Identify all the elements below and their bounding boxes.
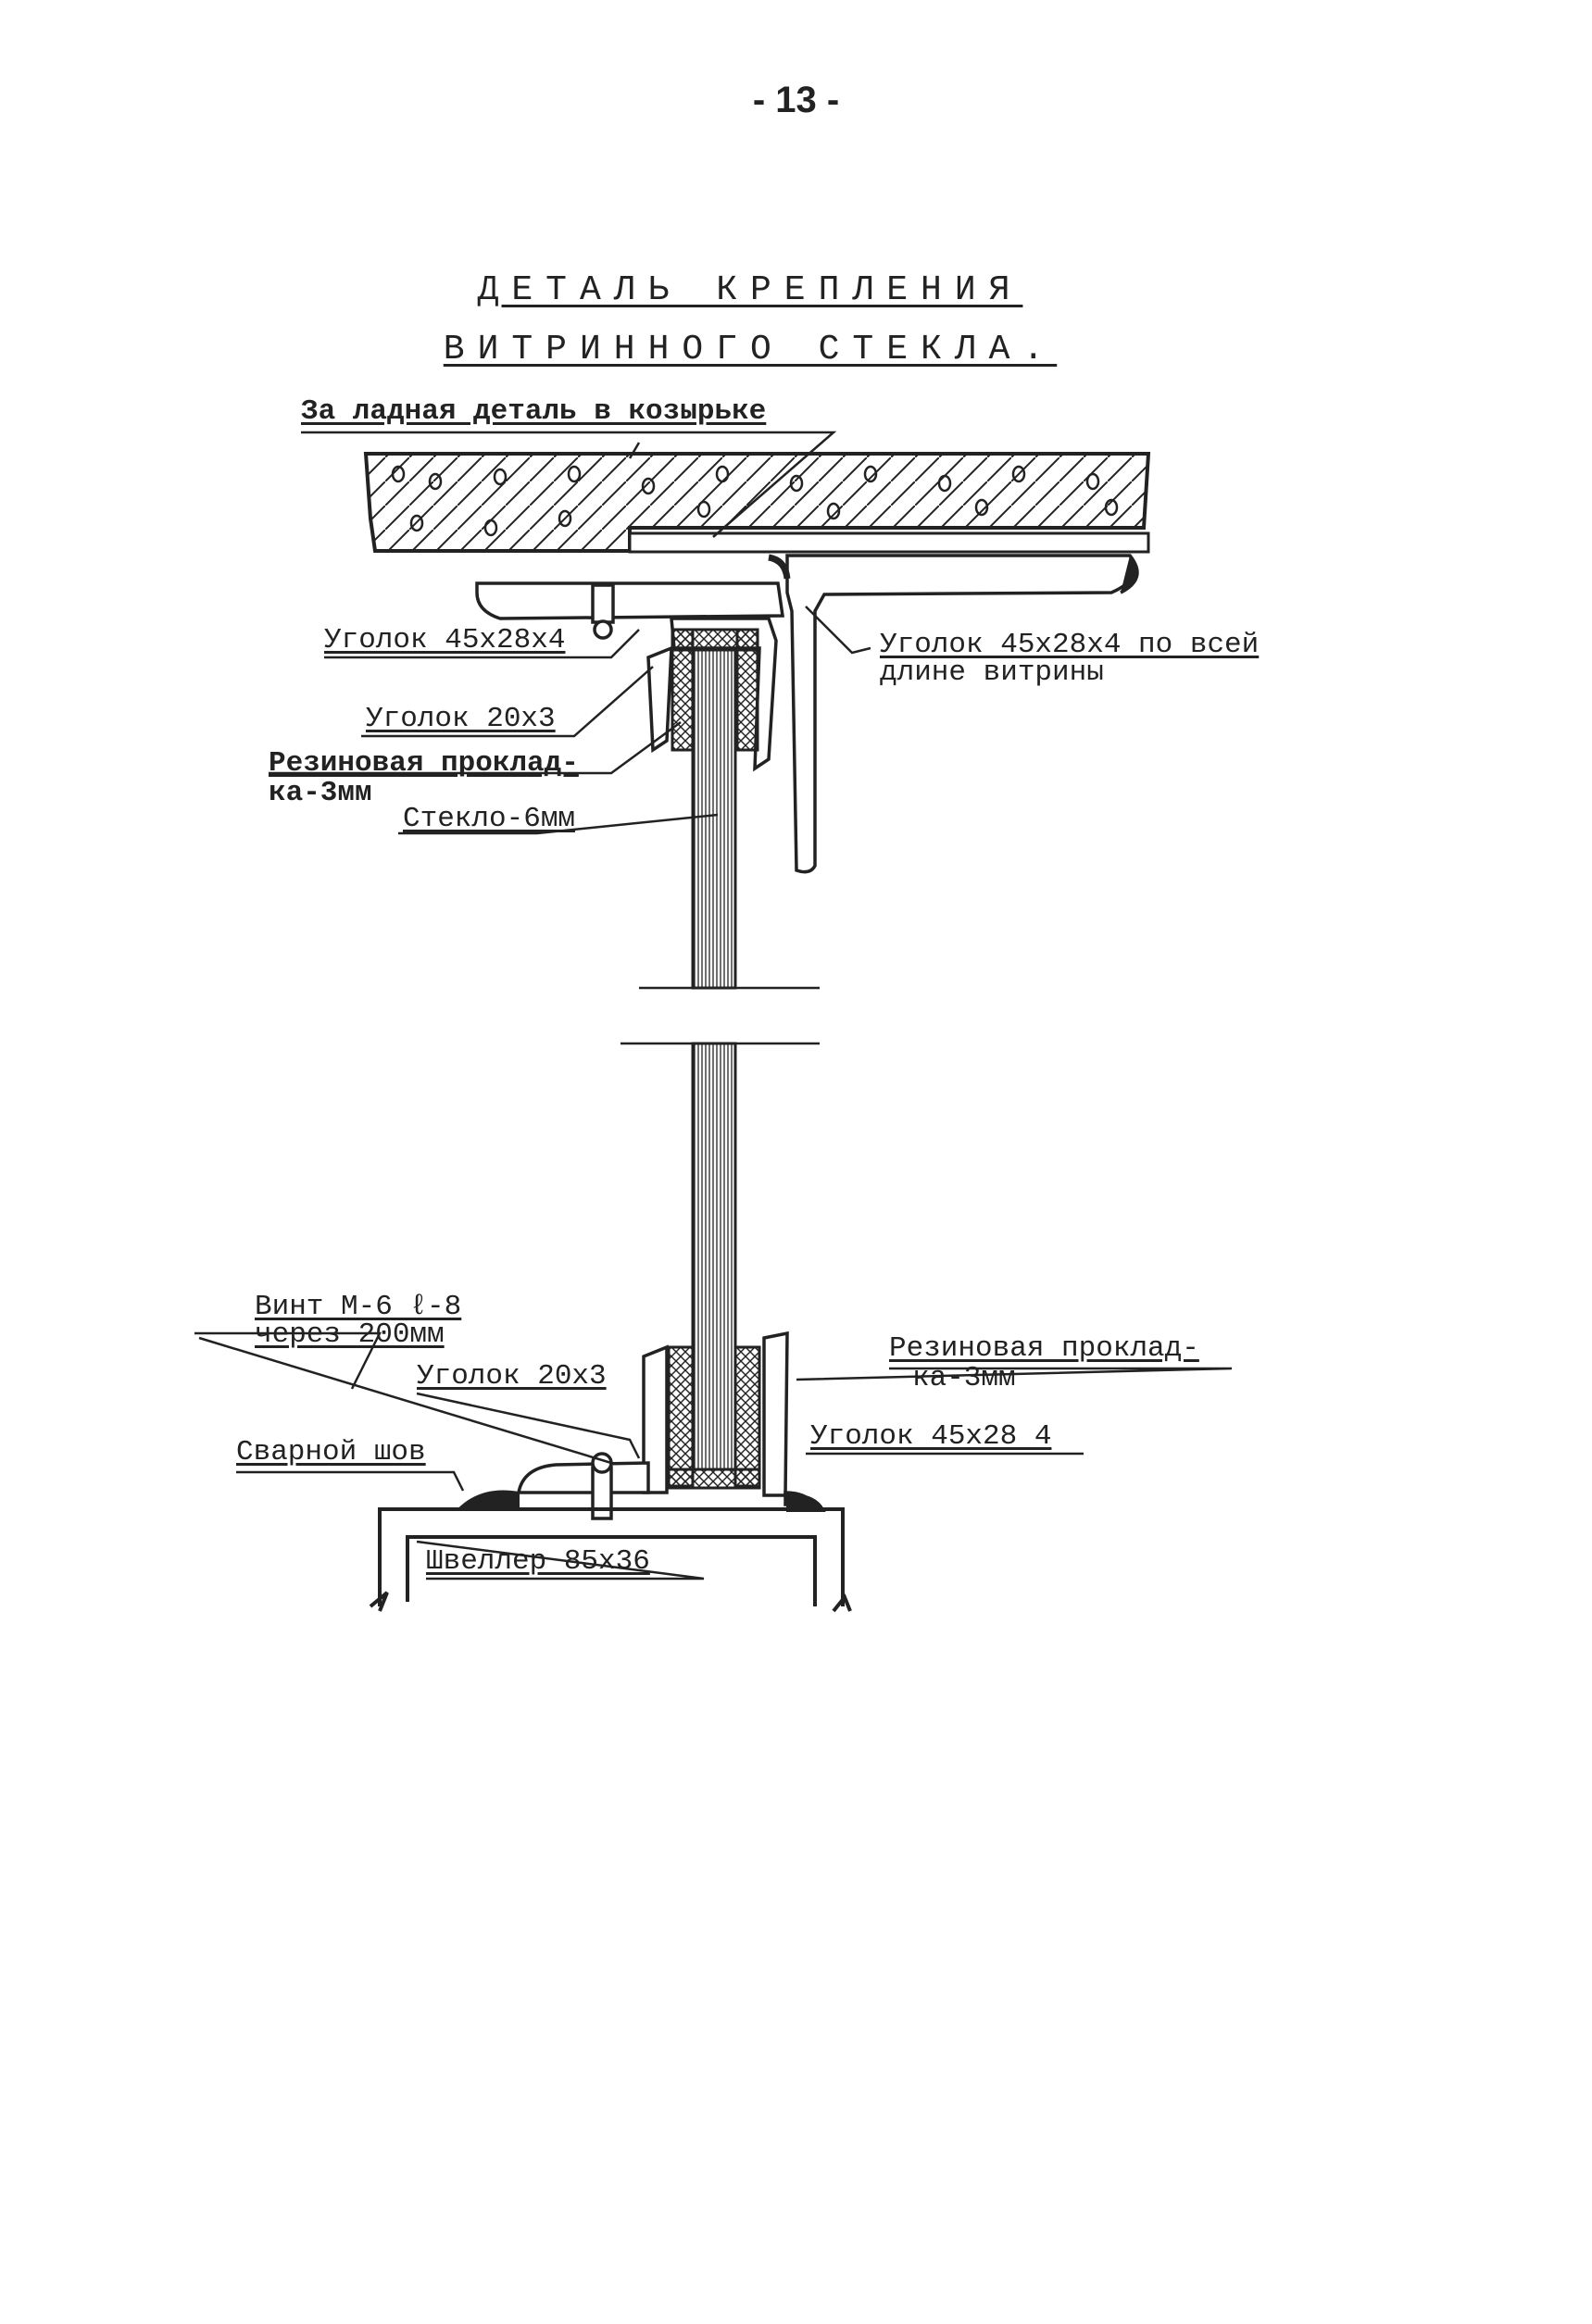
title-line-1: ДЕТАЛЬ КРЕПЛЕНИЯ <box>477 270 1023 310</box>
label-glass: Стекло-6мм <box>403 803 576 835</box>
top-angle-45x28 <box>768 554 1139 874</box>
title-line-2: ВИТРИННОГО СТЕКЛА. <box>443 330 1058 369</box>
rubber-gasket-top-cap <box>671 628 759 652</box>
channel-85x36 <box>369 1507 852 1613</box>
embedded-plate <box>628 531 1150 554</box>
label-weld: Сварной шов <box>236 1436 426 1468</box>
label-embedded-part: За ладная деталь в козырьке <box>301 395 767 428</box>
label-rubber-top-1: Резиновая проклад- <box>269 747 579 780</box>
label-angle-top-right-1: Уголок 45x28x4 по всей <box>880 629 1260 661</box>
label-angle-top-left: Уголок 45x28x4 <box>324 624 566 656</box>
label-rubber-top-2: ка-3мм <box>269 777 372 809</box>
leader-lines <box>194 431 1233 1581</box>
label-angle-20x3-top: Уголок 20x3 <box>366 703 556 735</box>
bottom-angles <box>516 1331 819 1520</box>
rubber-gasket-bottom-right <box>733 1345 761 1488</box>
label-channel: Швеллер 85x36 <box>426 1545 650 1578</box>
glass-pane-upper <box>691 648 737 990</box>
label-rubber-bottom-1: Резиновая проклад- <box>889 1332 1199 1365</box>
top-left-plate <box>475 581 785 640</box>
label-rubber-bottom-2: ка-3мм <box>912 1362 1016 1394</box>
label-screw-2: через 200мм <box>255 1318 445 1351</box>
label-screw-1: Винт М-6 ℓ-8 <box>255 1291 462 1323</box>
weld-left <box>456 1490 520 1510</box>
glass-pane-lower <box>691 1042 737 1471</box>
rubber-gasket-bottom-base <box>667 1468 761 1490</box>
label-angle-bottom-right: Уголок 45x28 4 <box>810 1420 1052 1453</box>
rubber-gasket-bottom-left <box>667 1345 695 1488</box>
label-angle-20x3-bottom: Уголок 20x3 <box>417 1360 607 1393</box>
page-number: - 13 - <box>752 80 840 120</box>
label-angle-top-right-2: длине витрины <box>880 656 1104 689</box>
